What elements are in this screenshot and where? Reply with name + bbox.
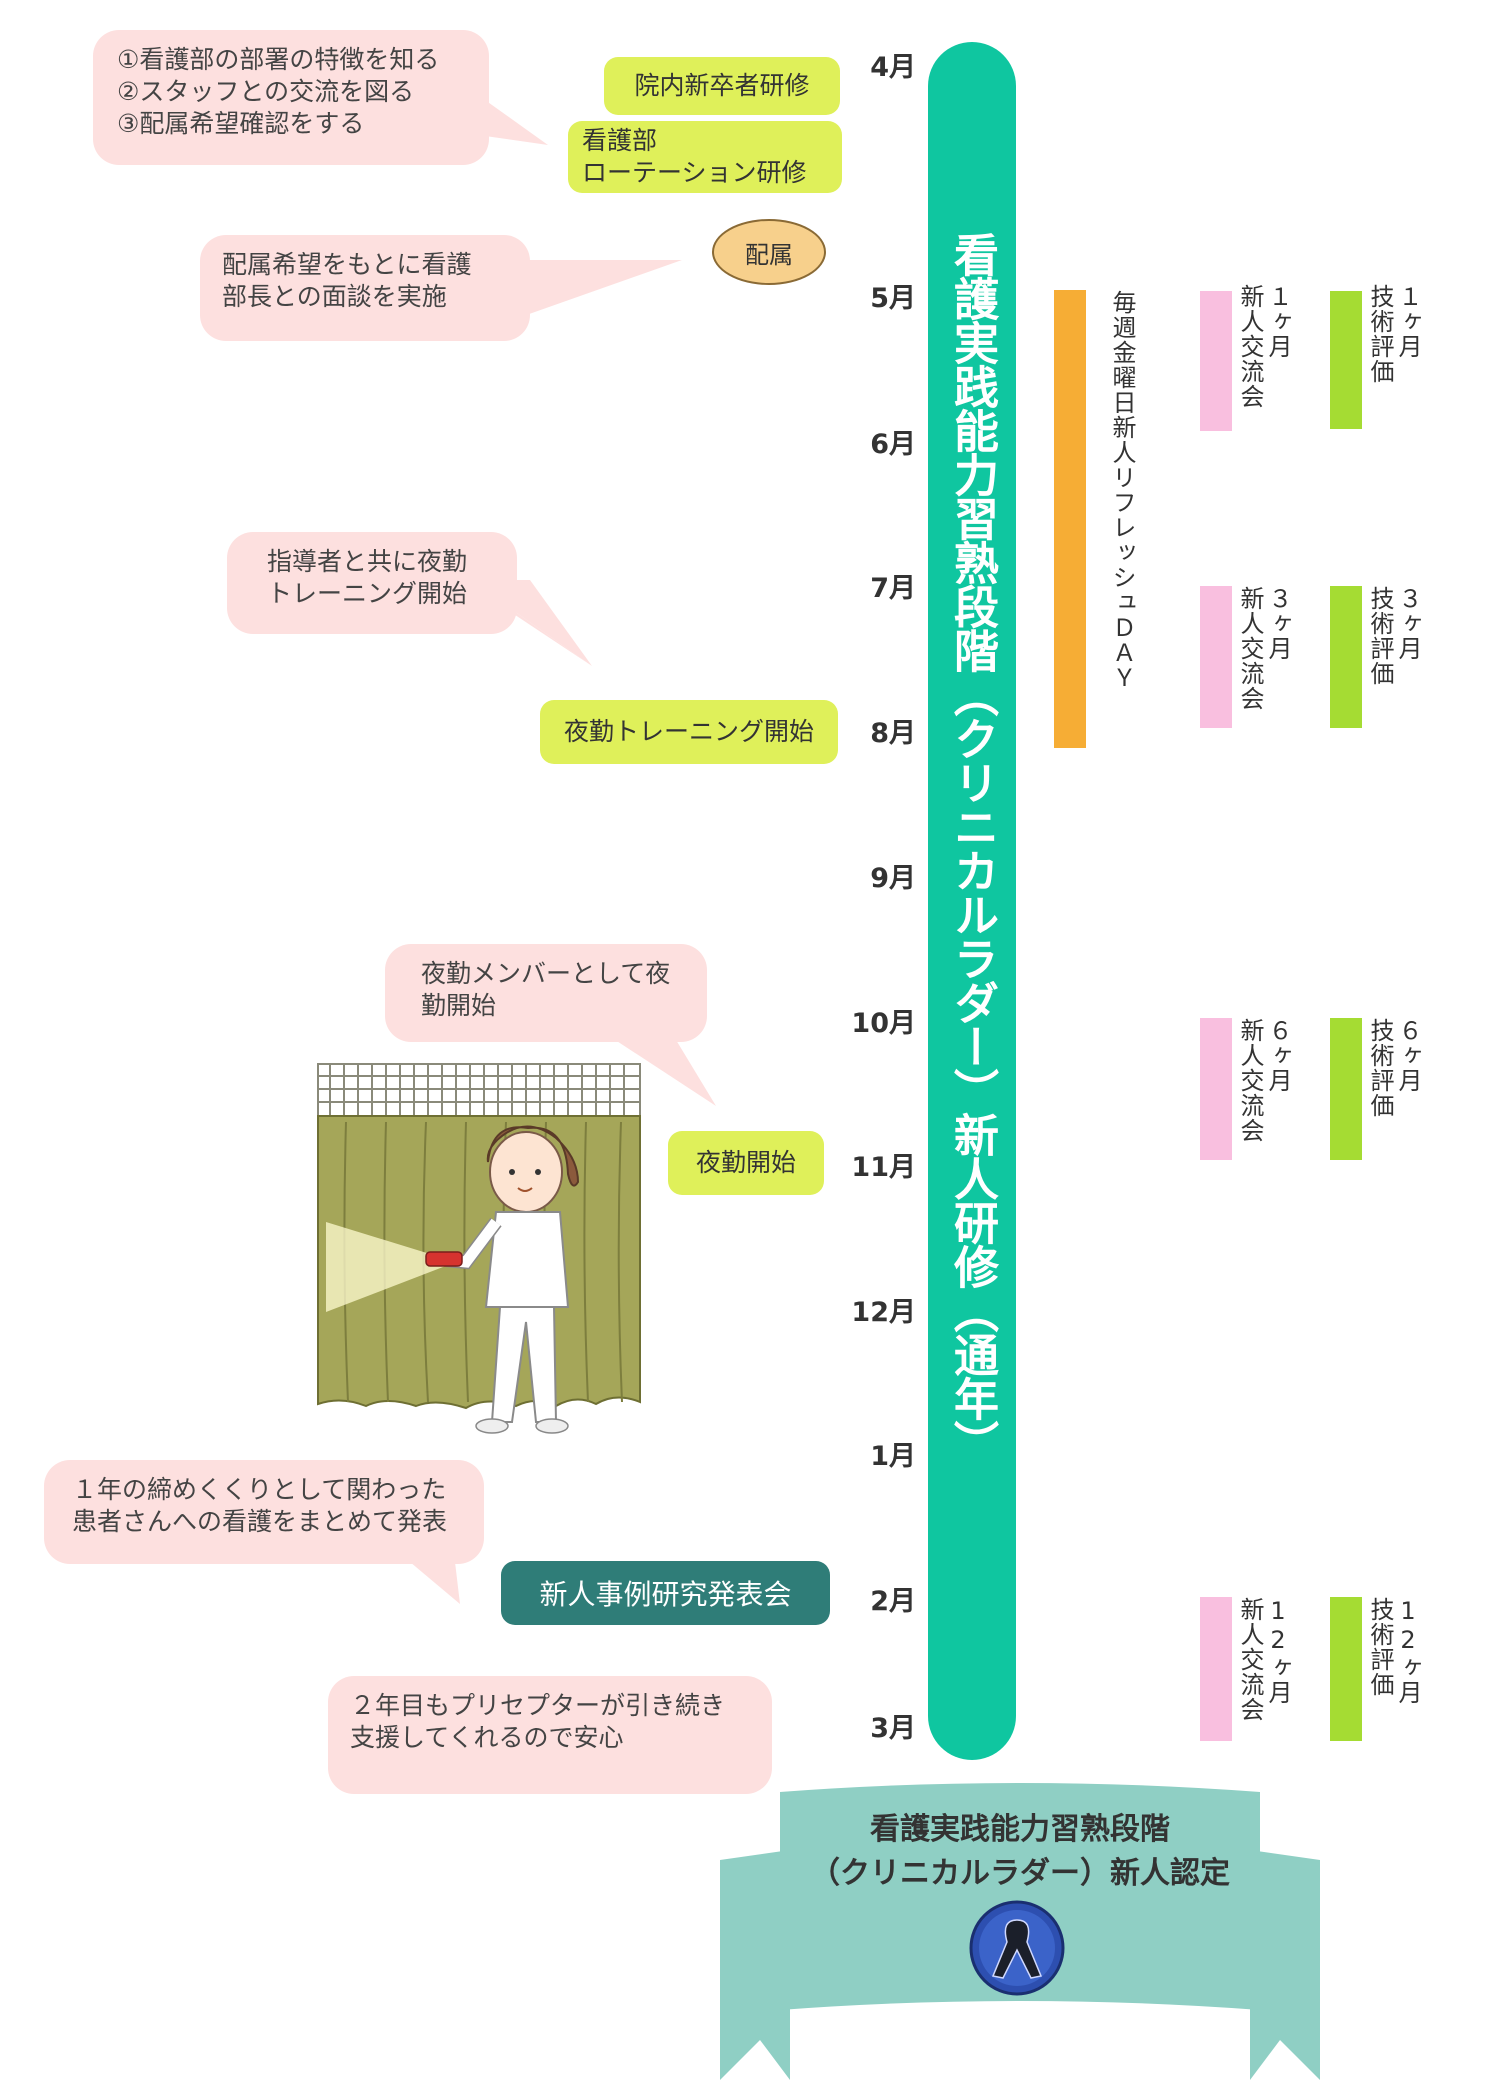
koryu-label-12m: 12ヶ月 新人交流会 bbox=[1236, 1597, 1292, 1722]
net-icon bbox=[317, 1063, 641, 1117]
refresh-day-bar bbox=[1054, 290, 1086, 748]
nurse-flashlight-illustration bbox=[317, 1063, 641, 1434]
bubble-tail-april bbox=[478, 95, 548, 145]
bubble-march: ２年目もプリセプターが引き続き 支援してくれるので安心 bbox=[328, 1676, 772, 1794]
month-label-january: 1月 bbox=[870, 1441, 916, 1472]
month-label-december: 12月 bbox=[851, 1297, 916, 1328]
month-label-april: 4月 bbox=[870, 52, 916, 83]
hyoka-bar-3m bbox=[1330, 586, 1362, 728]
month-label-october: 10月 bbox=[851, 1008, 916, 1039]
main-bar-label: 看護実践能力習熟段階（クリニカルラダー）新人研修（通年） bbox=[946, 232, 999, 1464]
month-label-july: 7月 bbox=[870, 573, 916, 604]
hyoka-label-12m: 12ヶ月 技術評価 bbox=[1366, 1597, 1422, 1705]
bubble-may: 配属希望をもとに看護 部長との面談を実施 bbox=[200, 235, 530, 341]
month-label-november: 11月 bbox=[851, 1152, 916, 1183]
koryu-bar-1m bbox=[1200, 291, 1232, 431]
koryu-bar-12m bbox=[1200, 1597, 1232, 1741]
bubble-tail-may bbox=[484, 260, 682, 330]
month-label-september: 9月 bbox=[870, 863, 916, 894]
event-yakin-training: 夜勤トレーニング開始 bbox=[540, 700, 838, 764]
banner-title-line2: （クリニカルラダー）新人認定 bbox=[810, 1856, 1230, 1891]
koryu-bar-3m bbox=[1200, 586, 1232, 728]
month-label-may: 5月 bbox=[870, 283, 916, 314]
refresh-day-label: 毎週金曜日新人リフレッシュＤＡＹ bbox=[1108, 290, 1136, 690]
hyoka-bar-1m bbox=[1330, 291, 1362, 429]
haizoku-label: 配属 bbox=[745, 240, 793, 269]
bubble-april: ①看護部の部署の特徴を知る ②スタッフとの交流を図る ③配属希望確認をする bbox=[93, 30, 489, 165]
event-yakin-start: 夜勤開始 bbox=[668, 1131, 824, 1195]
hyoka-label-6m: ６ヶ月 技術評価 bbox=[1366, 1018, 1422, 1118]
nurse-icon bbox=[425, 1125, 580, 1434]
bubble-october: 夜勤メンバーとして夜 勤開始 bbox=[385, 944, 707, 1042]
hyoka-label-1m: １ヶ月 技術評価 bbox=[1366, 284, 1422, 384]
month-label-august: 8月 bbox=[870, 718, 916, 749]
event-innai-shinsotsu: 院内新卒者研修 bbox=[604, 57, 840, 115]
banner-title-line1: 看護実践能力習熟段階 bbox=[870, 1812, 1170, 1847]
presentation-label: 新人事例研究発表会 bbox=[539, 1578, 792, 1611]
koryu-bar-6m bbox=[1200, 1018, 1232, 1160]
light-beam-icon bbox=[326, 1222, 456, 1312]
month-label-march: 3月 bbox=[870, 1713, 916, 1744]
event-rotation-kenshu: 看護部 ローテーション研修 bbox=[568, 121, 842, 193]
certification-banner-ribbon bbox=[720, 1783, 1320, 2080]
bubble-july: 指導者と共に夜勤 トレーニング開始 bbox=[227, 532, 517, 634]
koryu-label-6m: ６ヶ月 新人交流会 bbox=[1236, 1018, 1292, 1143]
month-label-february: 2月 bbox=[870, 1586, 916, 1617]
hyoka-bar-6m bbox=[1330, 1018, 1362, 1160]
hyoka-label-3m: ３ヶ月 技術評価 bbox=[1366, 586, 1422, 686]
event-haizoku: 配属 bbox=[712, 219, 826, 285]
main-timeline-bar: 看護実践能力習熟段階（クリニカルラダー）新人研修（通年） bbox=[928, 42, 1016, 1760]
month-label-june: 6月 bbox=[870, 429, 916, 460]
bubble-tail-october bbox=[600, 1030, 716, 1106]
koryu-label-3m: ３ヶ月 新人交流会 bbox=[1236, 586, 1292, 711]
bubble-january: １年の締めくくりとして関わった 患者さんへの看護をまとめて発表 bbox=[44, 1460, 484, 1564]
hyoka-bar-12m bbox=[1330, 1597, 1362, 1741]
ribbon-badge-icon bbox=[969, 1900, 1065, 1996]
koryu-label-1m: １ヶ月 新人交流会 bbox=[1236, 284, 1292, 409]
event-presentation: 新人事例研究発表会 bbox=[501, 1561, 830, 1625]
